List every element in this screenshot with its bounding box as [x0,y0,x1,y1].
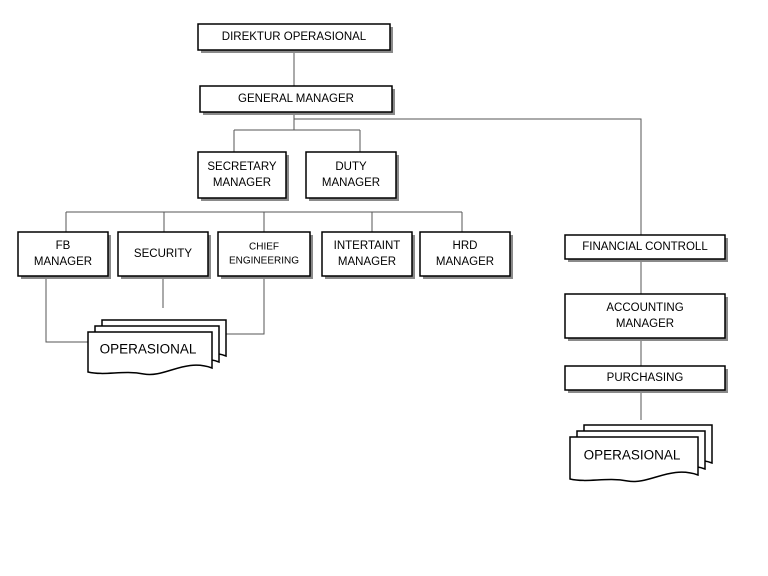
node-label: DUTY [335,161,367,173]
document-stack-left: OPERASIONAL [87,319,227,376]
node-direktur: DIREKTUR OPERASIONAL [197,23,393,53]
node-label: ENGINEERING [229,256,299,267]
document-stack-right: OPERASIONAL [569,424,713,483]
node-label: INTERTAINT [334,240,401,252]
connector-line [45,276,90,343]
document-sheet [87,331,213,376]
node-label: DIREKTUR OPERASIONAL [222,31,367,43]
node-label: MANAGER [616,318,674,330]
box-frame [217,231,311,277]
node-label: FB [56,240,71,252]
node-gm: GENERAL MANAGER [199,85,395,115]
node-chief: CHIEF ENGINEERING [217,231,313,279]
node-boxes: DIREKTUR OPERASIONAL GENERAL MANAGER SECRE… [17,23,728,393]
node-label: PURCHASING [607,372,684,384]
node-label: ACCOUNTING [606,302,683,314]
node-intertaint: INTERTAINT MANAGER [321,231,415,279]
connector-line [294,118,642,235]
box-frame [197,23,391,51]
box-frame [564,293,726,339]
node-hrd: HRD MANAGER [419,231,513,279]
node-label: MANAGER [213,177,271,189]
connectors [45,50,642,420]
document-stacks: OPERASIONAL OPERASIONAL [87,319,713,483]
box-frame [199,85,393,113]
document-label: OPERASIONAL [100,342,197,357]
node-label: MANAGER [34,256,92,268]
box-frame [564,365,726,391]
node-financial: FINANCIAL CONTROLL [564,234,728,262]
node-purchasing: PURCHASING [564,365,728,393]
document-sheet [569,436,699,483]
box-frame [17,231,109,277]
node-security: SECURITY [117,231,211,279]
node-label: GENERAL MANAGER [238,93,354,105]
node-label: MANAGER [436,256,494,268]
connector-line [226,276,265,335]
node-secretary: SECRETARY MANAGER [197,151,289,201]
box-frame [564,234,726,260]
document-label: OPERASIONAL [584,448,681,463]
box-frame [197,151,287,199]
node-label: FINANCIAL CONTROLL [582,241,708,253]
box-frame [321,231,413,277]
box-frame [117,231,209,277]
box-frame [419,231,511,277]
node-label: MANAGER [322,177,380,189]
box-frame [305,151,397,199]
node-label: CHIEF [249,242,279,253]
node-label: SECRETARY [207,161,277,173]
node-label: SECURITY [134,248,192,260]
node-label: MANAGER [338,256,396,268]
node-fb: FB MANAGER [17,231,111,279]
node-accounting: ACCOUNTING MANAGER [564,293,728,341]
node-label: HRD [453,240,478,252]
node-duty: DUTY MANAGER [305,151,399,201]
